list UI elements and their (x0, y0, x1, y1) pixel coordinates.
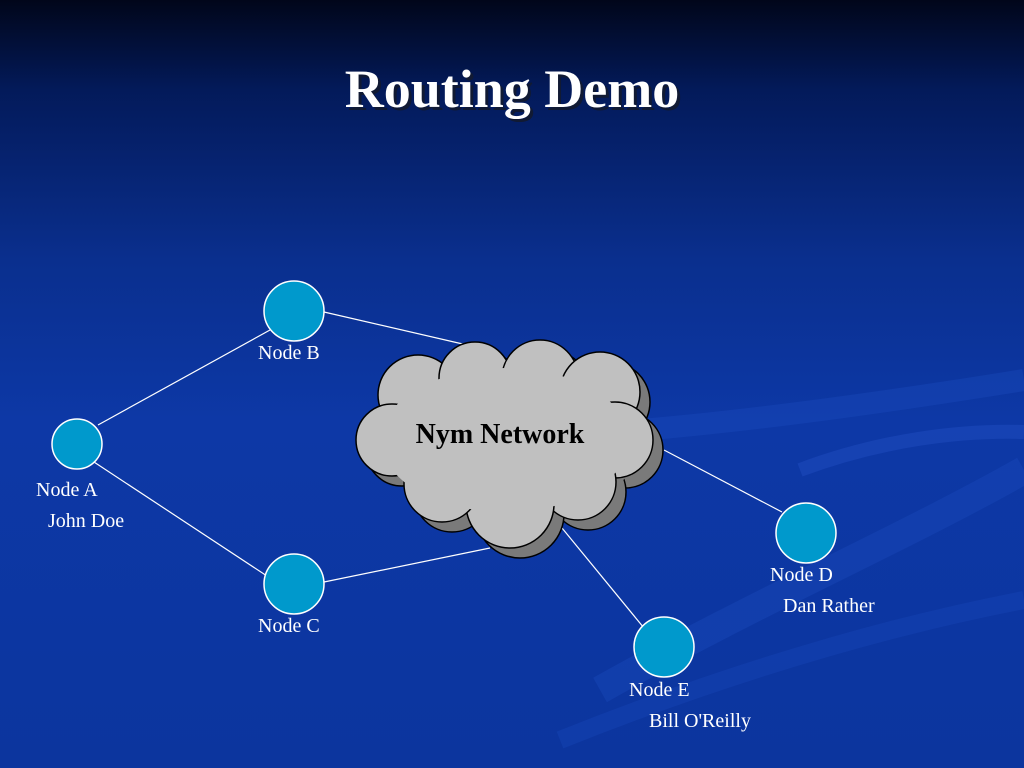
cloud-shape (355, 339, 664, 559)
node-a-circle[interactable] (51, 418, 103, 470)
slide-title: Routing Demo (344, 59, 680, 119)
node-user: John Doe (48, 510, 125, 532)
link-cloud-d (663, 449, 783, 513)
link-c-cloud (323, 547, 491, 583)
nodes (51, 280, 837, 678)
node-user: Dan Rather (783, 595, 875, 617)
background-swoosh (556, 591, 1024, 749)
node-a-label: Node A John Doe (36, 475, 124, 537)
node-d-circle[interactable] (775, 502, 837, 564)
node-name: Node A (36, 479, 98, 501)
node-c-label: Node C (258, 611, 320, 642)
link-cloud-e (561, 527, 645, 629)
node-e-circle[interactable] (633, 616, 695, 678)
link-lines (93, 311, 783, 629)
node-b-circle[interactable] (263, 280, 325, 342)
node-e-label: Node E Bill O'Reilly (629, 675, 751, 737)
node-name: Node C (258, 615, 320, 637)
node-name: Node B (258, 342, 320, 364)
background-swoosh (639, 369, 1024, 441)
node-name: Node E (629, 679, 690, 701)
link-a-c (93, 461, 271, 579)
node-c-circle[interactable] (263, 553, 325, 615)
link-b-cloud (323, 311, 481, 349)
node-d-label: Node D Dan Rather (770, 560, 875, 622)
background-swoosh (797, 424, 1024, 477)
node-b-label: Node B (258, 338, 320, 369)
node-name: Node D (770, 564, 833, 586)
link-a-b (97, 329, 271, 426)
cloud-label: Nym Network (415, 419, 585, 450)
node-user: Bill O'Reilly (649, 710, 751, 732)
